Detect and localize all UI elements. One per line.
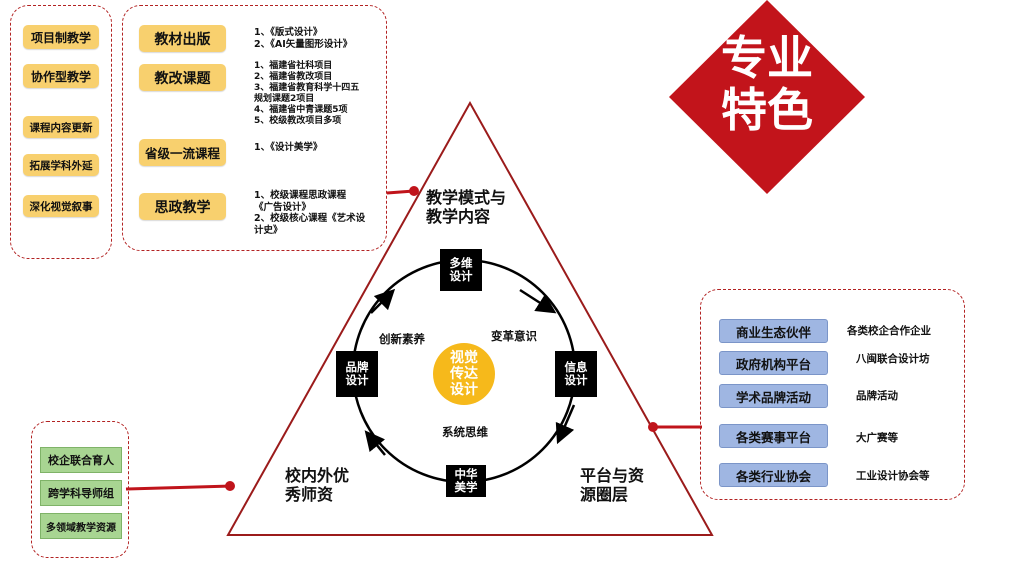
blue-tag-government: 政府机构平台 <box>719 351 828 375</box>
left-tag-project: 项目制教学 <box>23 25 99 49</box>
center-core: 视觉 传达 设计 <box>433 343 495 405</box>
left-tag-extend: 拓展学科外延 <box>23 154 99 176</box>
top-desc-course: 1、《设计美学》 <box>254 142 323 153</box>
top-desc-ideology: 1、校级课程思政课程 《广告设计》 2、校级核心课程《艺术设 计史》 <box>254 190 366 236</box>
triangle-label-bottom-right: 平台与资 源圈层 <box>580 466 645 504</box>
main-triangle <box>226 100 714 536</box>
triangle-label-bottom-left: 校内外优 秀师资 <box>285 466 350 504</box>
ring-arrow-1 <box>519 288 557 314</box>
left-tag-panel <box>10 5 112 259</box>
ring-box-right: 信息 设计 <box>555 351 597 397</box>
blue-tag-business: 商业生态伙伴 <box>719 319 828 343</box>
right-desc-competition: 大广赛等 <box>856 432 898 444</box>
green-tag-resources: 多领域教学资源 <box>40 513 122 539</box>
top-desc-textbook: 1、《版式设计》 2、《AI矢量图形设计》 <box>254 27 353 50</box>
right-desc-government: 八闽联合设计坊 <box>856 353 930 365</box>
ring-arrow-2 <box>555 404 576 445</box>
ring-arrow-3 <box>364 430 386 456</box>
left-tag-update: 课程内容更新 <box>23 116 99 138</box>
blue-tag-academic: 学术品牌活动 <box>719 384 828 408</box>
left-tag-narrative: 深化视觉叙事 <box>23 195 99 217</box>
title-diamond <box>669 0 865 194</box>
ring-label-systems: 系统思维 <box>442 425 488 439</box>
green-tag-coop: 校企联合育人 <box>40 447 122 473</box>
ring-label-reform: 变革意识 <box>491 329 537 343</box>
top-tag-course: 省级一流课程 <box>139 139 226 166</box>
green-tag-mentor: 跨学科导师组 <box>40 480 122 506</box>
right-desc-academic: 品牌活动 <box>856 390 898 402</box>
diamond-title: 专业 特色 <box>721 31 813 137</box>
blue-tag-competition: 各类赛事平台 <box>719 424 828 448</box>
top-tag-reform: 教改课题 <box>139 64 226 91</box>
faculty-panel <box>31 421 129 558</box>
left-tag-collab: 协作型教学 <box>23 64 99 88</box>
ring-box-left: 品牌 设计 <box>336 351 378 397</box>
connector-left <box>125 484 233 491</box>
top-desc-reform: 1、福建省社科项目 2、福建省教改项目 3、福建省教育科学十四五 规划课题2项目… <box>254 61 360 126</box>
top-detail-panel <box>122 5 387 251</box>
right-desc-business: 各类校企合作企业 <box>847 325 931 337</box>
triangle-label-top: 教学模式与 教学内容 <box>426 188 507 226</box>
top-tag-ideology: 思政教学 <box>139 193 226 220</box>
ring-box-top: 多维 设计 <box>440 249 482 291</box>
right-desc-association: 工业设计协会等 <box>856 470 930 482</box>
ring-arrow-4 <box>370 288 396 314</box>
top-tag-textbook: 教材出版 <box>139 25 226 52</box>
ring-label-innovation: 创新素养 <box>379 332 425 346</box>
blue-tag-association: 各类行业协会 <box>719 463 828 487</box>
ring-box-bottom: 中华 美学 <box>446 465 486 497</box>
platform-panel <box>700 289 965 500</box>
